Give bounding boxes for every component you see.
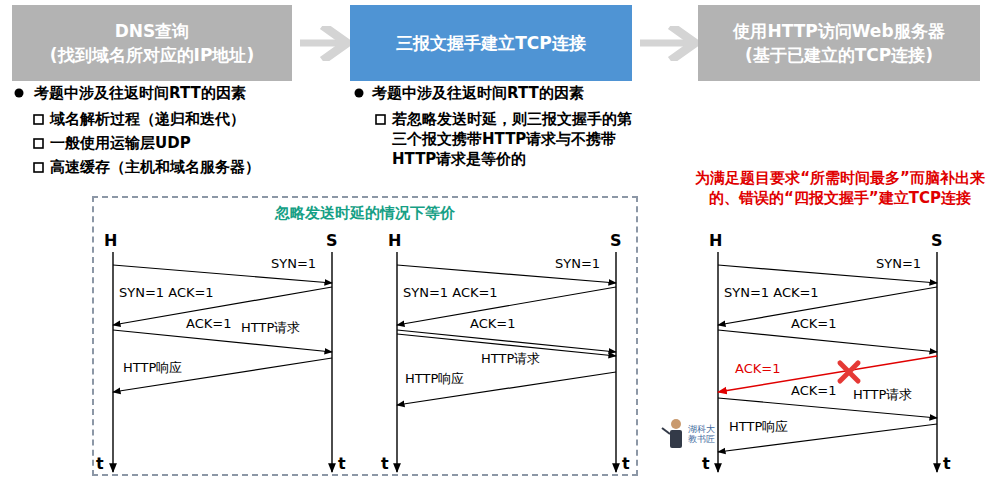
watermark: 湖科大 教书匠	[688, 424, 722, 444]
message-arrow	[718, 330, 937, 352]
header-text: DNS查询 (找到域名所对应的IP地址)	[42, 19, 262, 67]
time-axis	[331, 252, 332, 472]
message-arrow	[397, 330, 616, 352]
axis-label: t	[622, 455, 630, 473]
group-title: 忽略发送时延的情况下等价	[94, 198, 636, 223]
message-label: HTTP响应	[728, 419, 789, 435]
message-label: ACK=1	[734, 361, 781, 377]
step-arrow	[300, 40, 340, 47]
message-arrow	[397, 372, 616, 405]
time-axis	[615, 252, 616, 472]
bullet-text: 域名解析过程（递归和迭代）	[50, 109, 245, 129]
cross-stroke	[840, 363, 858, 381]
message-label: SYN=1 ACK=1	[118, 285, 215, 301]
time-axis	[112, 252, 113, 472]
message-label: HTTP请求	[480, 351, 541, 367]
axis-label: H	[388, 232, 401, 250]
message-label: ACK=1	[790, 316, 837, 332]
cross-mark	[840, 363, 858, 381]
message-label: HTTP请求	[240, 320, 301, 336]
bullet-square	[34, 139, 43, 148]
bullet-square	[376, 115, 385, 124]
bullet-text: 考题中涉及往返时间RTT的因素	[372, 84, 584, 102]
time-axis	[936, 252, 937, 472]
step-arrow	[640, 40, 688, 47]
bullet-dot	[355, 89, 364, 98]
bullet-square	[34, 115, 43, 124]
watermark-figure	[662, 419, 682, 448]
bullet-text: 考题中涉及往返时间RTT的因素	[34, 84, 246, 102]
group-box: 忽略发送时延的情况下等价	[92, 196, 638, 476]
bullet-text: 高速缓存（主机和域名服务器）	[50, 157, 260, 177]
message-arrow	[113, 358, 332, 392]
axis-label: t	[381, 455, 389, 473]
message-label: SYN=1 ACK=1	[723, 285, 820, 301]
time-axis	[717, 252, 718, 472]
time-axis	[396, 252, 397, 472]
message-label: ACK=1	[185, 316, 232, 332]
figure-head	[671, 419, 681, 429]
axis-label: t	[943, 455, 951, 473]
message-label: HTTP请求	[852, 387, 913, 403]
message-label: HTTP响应	[404, 371, 465, 387]
warning-note: 为满足题目要求“所需时间最多”而脑补出来的、错误的“四报文握手”建立TCP连接	[690, 168, 990, 208]
message-label: SYN=1	[875, 256, 922, 272]
step-header: 使用HTTP访问Web服务器 (基于已建立的TCP连接)	[698, 5, 980, 81]
axis-label: t	[96, 455, 104, 473]
bullet-dot	[15, 89, 24, 98]
axis-label: H	[709, 232, 722, 250]
figure-arm	[662, 428, 670, 434]
axis-label: S	[326, 232, 338, 250]
axis-label: H	[104, 232, 117, 250]
message-label: SYN=1 ACK=1	[402, 285, 499, 301]
message-label: SYN=1	[270, 256, 317, 272]
message-label: ACK=1	[469, 316, 516, 332]
bullet-text: 若忽略发送时延，则三报文握手的第三个报文携带HTTP请求与不携带HTTP请求是等…	[392, 109, 632, 169]
bullet-text: 一般使用运输层UDP	[50, 133, 191, 153]
axis-label: S	[931, 232, 943, 250]
figure-body	[670, 430, 682, 448]
bullet-square	[34, 163, 43, 172]
axis-label: t	[338, 455, 346, 473]
message-label: HTTP响应	[122, 360, 183, 376]
axis-label: t	[702, 455, 710, 473]
header-text: 三报文握手建立TCP连接	[396, 31, 586, 55]
message-label: ACK=1	[790, 383, 837, 399]
cross-stroke	[840, 363, 858, 381]
header-text: 使用HTTP访问Web服务器 (基于已建立的TCP连接)	[729, 19, 949, 67]
step-header: 三报文握手建立TCP连接	[350, 5, 632, 81]
step-header: DNS查询 (找到域名所对应的IP地址)	[12, 5, 292, 81]
message-label: SYN=1	[554, 256, 601, 272]
axis-label: S	[610, 232, 622, 250]
